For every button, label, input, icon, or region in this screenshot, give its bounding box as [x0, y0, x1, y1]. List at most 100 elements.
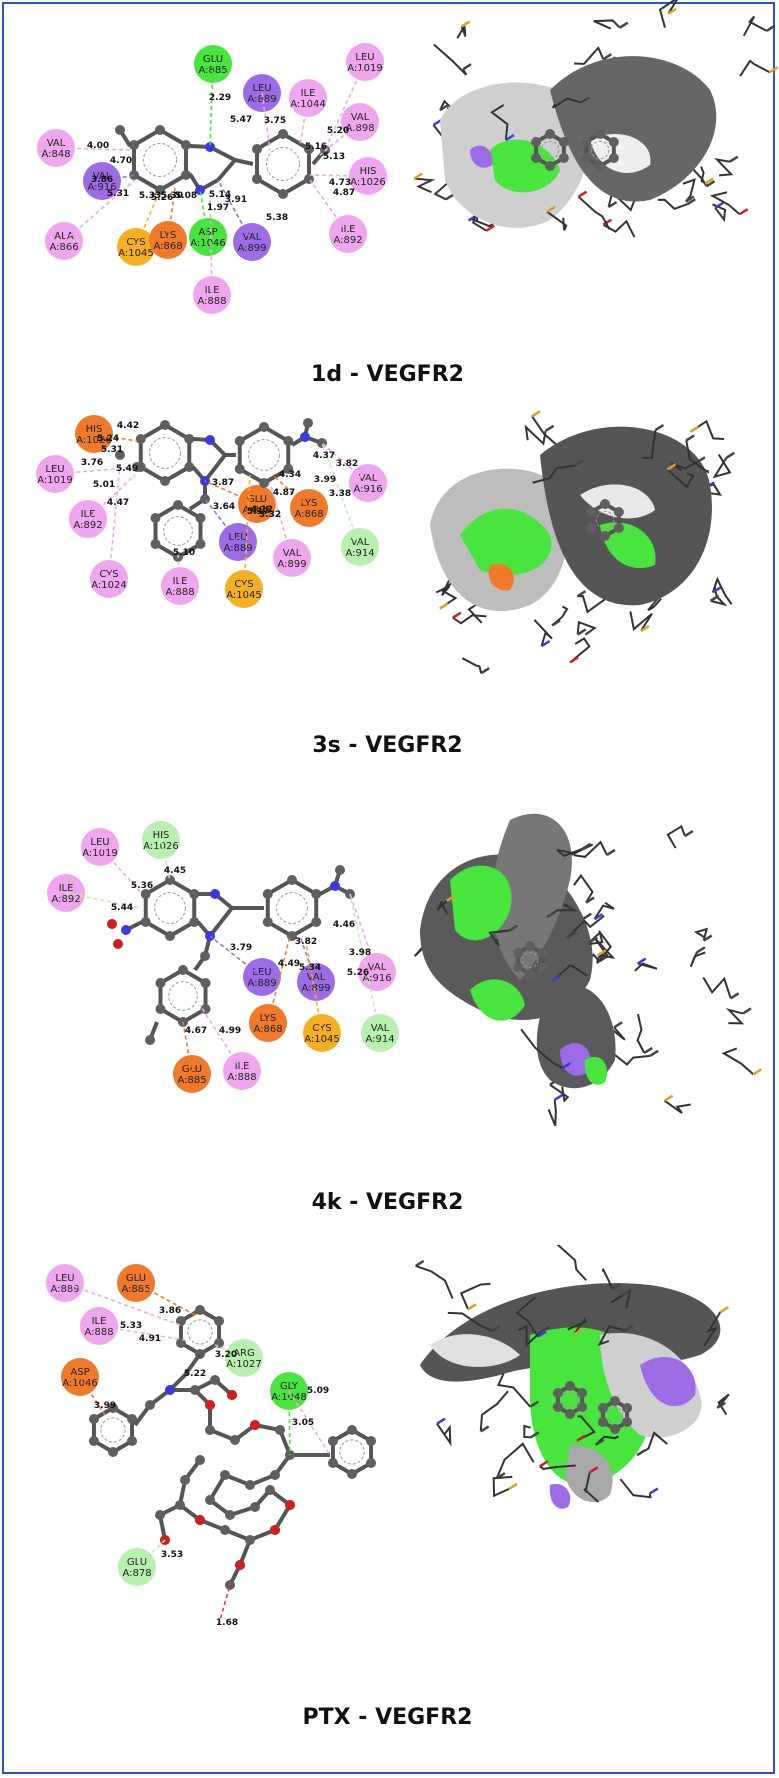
residue-name: ASP [198, 227, 217, 238]
residue-id: A:1046 [190, 238, 225, 249]
distance-label: 3.82 [336, 459, 358, 469]
atom [145, 1400, 155, 1410]
bond [183, 1352, 202, 1377]
residue-stick [709, 191, 741, 215]
residue-id: A:916 [87, 182, 116, 193]
residue-stick [479, 1390, 509, 1432]
residue-name: VAL [351, 537, 370, 548]
residue-stick [742, 15, 768, 37]
residue-id: A:885 [198, 65, 227, 76]
residue-name: GLU [247, 494, 267, 505]
residue-stick-tip [436, 1417, 446, 1425]
residue-stick [594, 938, 616, 959]
aromatic-ring [150, 500, 206, 562]
residue-stick [657, 198, 688, 210]
binding-pocket-surface-4k [413, 813, 763, 1127]
interaction-line [108, 464, 121, 580]
interaction-line [101, 174, 136, 182]
distance-label: 3.82 [295, 937, 317, 947]
residue-stick-tip [640, 624, 650, 633]
residue-name: VAL [47, 138, 66, 149]
distance-label: 4.87 [333, 188, 355, 198]
pocket-surface [550, 56, 717, 202]
residue-id: A:899 [277, 559, 306, 570]
residue-stick [577, 195, 611, 230]
residue-stick [490, 104, 509, 141]
distance-label: 5.33 [120, 1321, 142, 1331]
residue-name: GLU [127, 1557, 147, 1568]
distance-label: 5.33 [139, 191, 161, 201]
residue-stick [414, 177, 436, 194]
interaction-line [269, 482, 293, 559]
residue-stick-tip [577, 628, 587, 636]
residue-stick [567, 1316, 587, 1335]
atom [145, 1035, 155, 1045]
residue-stick-tip [537, 1330, 547, 1338]
residue-stick [461, 657, 483, 674]
residue-stick [588, 930, 604, 946]
ligand-ring [581, 129, 619, 171]
residue-stick-tip [540, 639, 551, 648]
interaction-line [182, 1021, 193, 1075]
residue-id: A:885 [242, 505, 271, 516]
residue-stick-tip [730, 992, 740, 1000]
residue-name: CYS [312, 1023, 331, 1034]
distance-label: 4.49 [278, 959, 300, 969]
residue-id: A:1044 [290, 99, 325, 110]
distance-label: 5.49 [116, 464, 138, 474]
panel-caption: PTX - VEGFR2 [302, 1705, 473, 1730]
residue-stick-tip [725, 451, 736, 459]
residue-stick [488, 929, 510, 947]
residue-id: A:889 [247, 94, 276, 105]
residue-stick [549, 1083, 570, 1103]
residue-name: VAL [283, 548, 302, 559]
residue-stick [682, 178, 696, 203]
interaction-line [299, 935, 317, 983]
residue-stick-tip [461, 20, 471, 28]
residue-stick [547, 1099, 557, 1127]
residue-id: A:889 [223, 543, 252, 554]
residue-id: A:892 [73, 520, 102, 531]
atom [270, 1470, 280, 1480]
residue-stick [642, 429, 657, 460]
residue-stick-tip [666, 463, 677, 471]
residue-id: A:889 [247, 978, 276, 989]
residue-id: A:914 [345, 548, 374, 559]
residue-name: ILE [92, 1316, 107, 1327]
residue-stick [714, 158, 734, 177]
atom [200, 951, 210, 961]
interaction-diagram-4k: LEUA:1019HISA:1026ILEA:892LEUA:889VALA:8… [47, 821, 399, 1093]
hydrophilic-patch [640, 1356, 696, 1407]
atom [225, 1510, 235, 1520]
pocket-surface [580, 484, 655, 519]
distance-label: 4.45 [164, 866, 186, 876]
atom [303, 418, 313, 428]
residue-stick-tip [452, 611, 462, 619]
residue-stick [539, 1464, 576, 1470]
interaction-line [319, 121, 361, 156]
aromatic-ring [175, 1305, 225, 1359]
distance-label: 5.17 [247, 507, 269, 517]
residue-name: LEU [355, 52, 374, 63]
residue-stick [576, 620, 597, 636]
residue-stick [551, 97, 582, 109]
residue-name: LYS [160, 230, 177, 241]
nitrogen-atom [165, 1385, 175, 1395]
residue-id: A:878 [122, 1568, 151, 1579]
residue-stick [433, 43, 468, 76]
ligand-ring [586, 499, 624, 541]
residue-stick [593, 901, 615, 920]
residue-stick-tip [766, 24, 776, 32]
aromatic-ring [135, 420, 195, 486]
residue-id: A:866 [49, 242, 78, 253]
binding-pocket-surface-ptx [415, 1245, 730, 1509]
residue-id: A:889 [50, 1284, 79, 1295]
residue-name: ARG [233, 1348, 255, 1359]
residue-stick-tip [505, 133, 515, 142]
panel-caption: 4k - VEGFR2 [311, 1190, 464, 1215]
distance-label: 5.34 [299, 963, 321, 973]
residue-stick [556, 847, 583, 857]
residue-stick [533, 619, 553, 647]
residue-stick [601, 1268, 614, 1290]
hydrophobic-patch [584, 1056, 608, 1085]
